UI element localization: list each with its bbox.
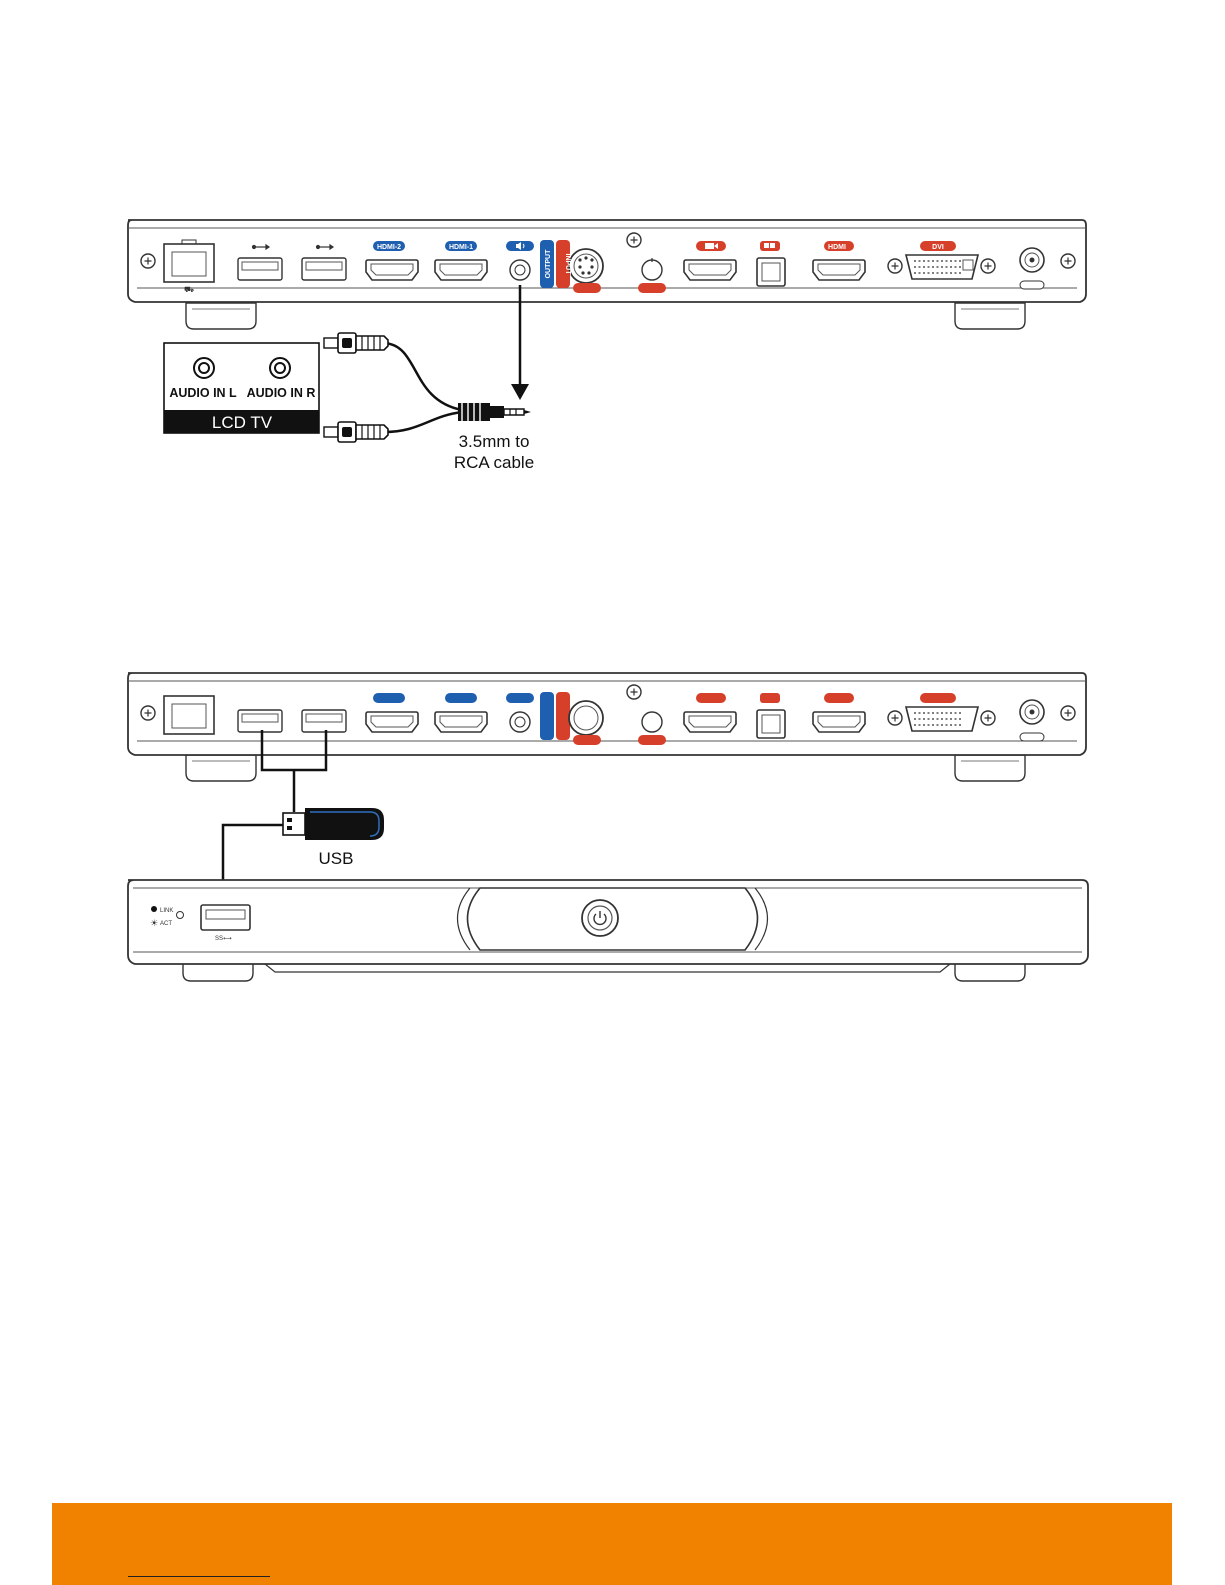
audio-in-r-label: AUDIO IN R [247,386,316,400]
cable-label-line2: RCA cable [454,453,534,472]
input-label: INPUT [564,254,571,276]
act-icon: ☀ [150,918,158,928]
usb-drive: USB [283,808,384,868]
hdmi-in-label: HDMI [828,244,846,251]
usb3-icon: SS⟷ [215,936,232,942]
cable-label-line1: 3.5mm to [459,432,530,451]
usb-label: USB [319,849,354,868]
link-label: LINK [160,908,173,914]
front-panel: LINK ☀ ACT SS⟷ [128,880,1088,981]
hdmi2-label: HDMI-2 [377,244,401,251]
rca-cable: 3.5mm to RCA cable [324,333,534,472]
svg-text:⛟: ⛟ [184,285,194,294]
lcd-tv: AUDIO IN L AUDIO IN R LCD TV [164,343,319,433]
lcd-tv-label: LCD TV [212,413,273,432]
audio-in-l-label: AUDIO IN L [169,386,237,400]
footer-underline [128,1576,270,1577]
output-label: OUTPUT [545,249,552,279]
hdmi1-label: HDMI-1 [449,244,473,251]
dvi-label: DVI [932,244,944,251]
rear-panel-top: ⛟ [128,220,1086,329]
rear-panel-bottom [128,673,1086,781]
footer-bar [52,1503,1172,1585]
act-label: ACT [160,921,172,927]
